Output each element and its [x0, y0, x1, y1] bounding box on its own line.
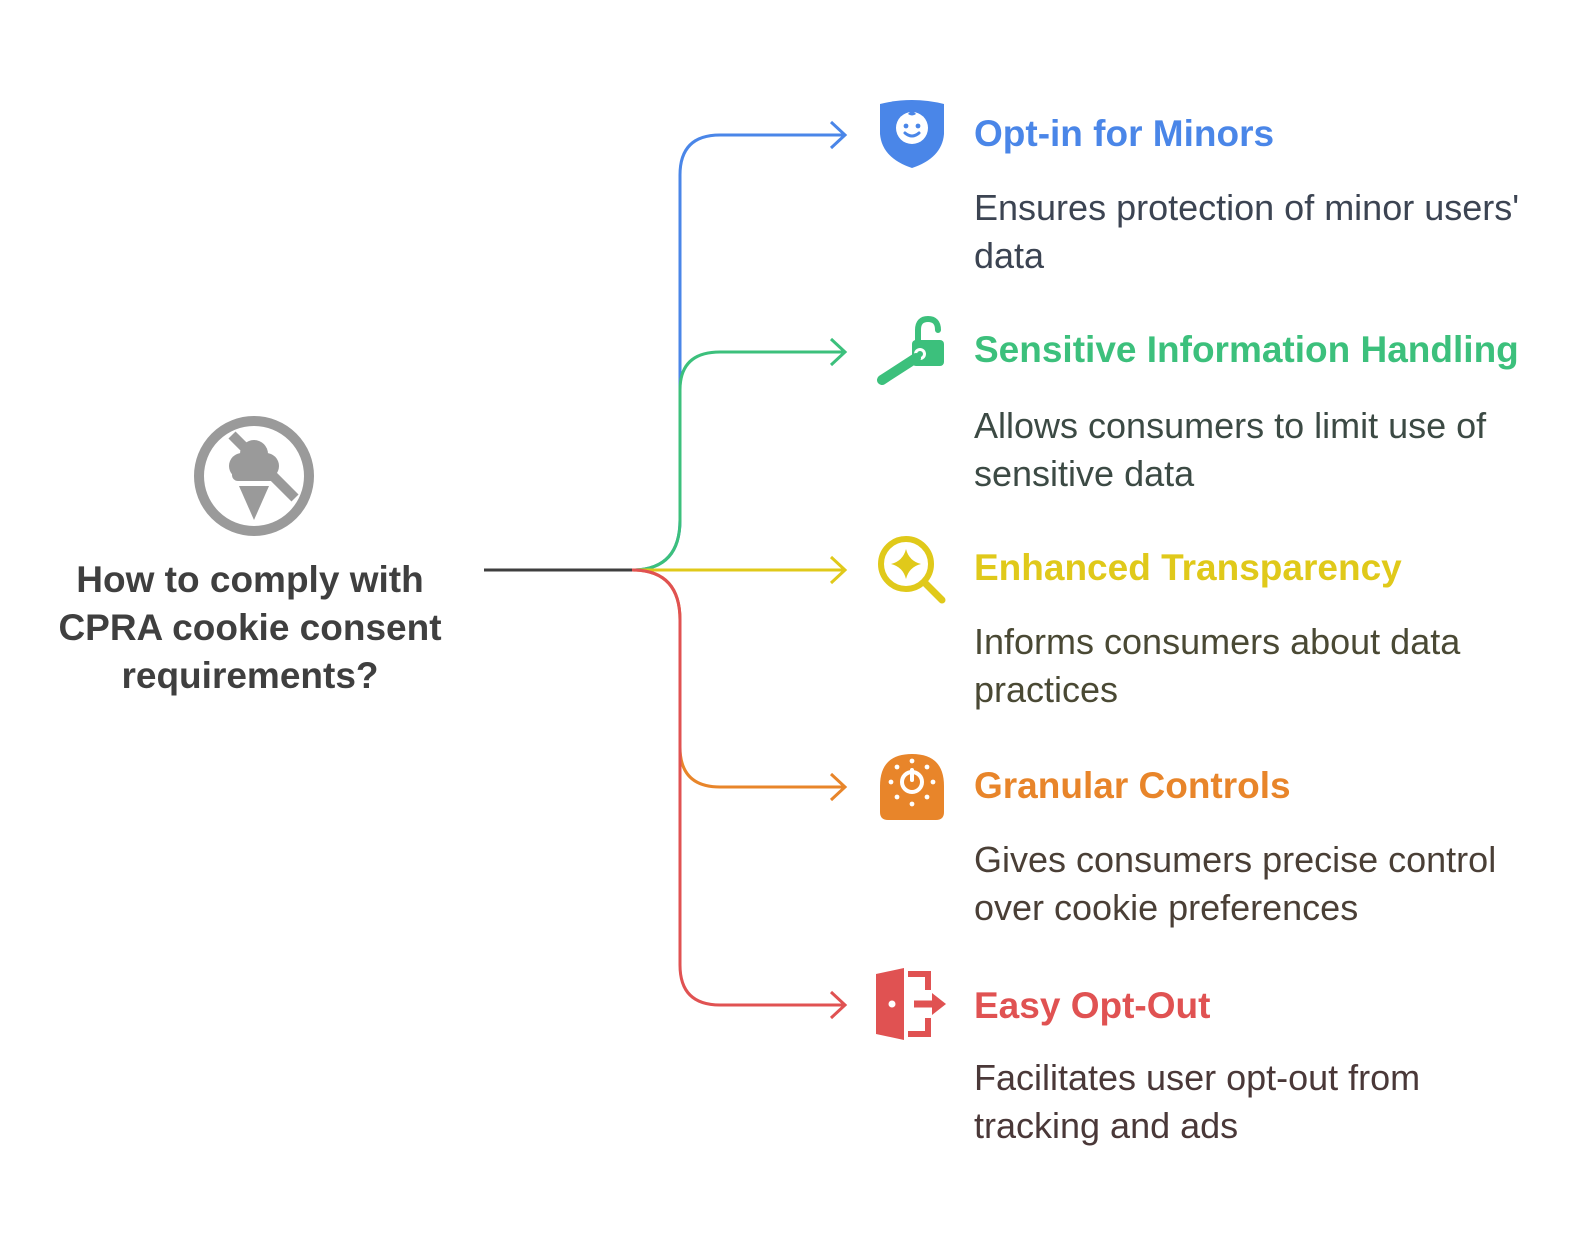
branch-desc-granular-controls: Gives consumers precise control over coo…	[974, 839, 1497, 928]
branch-desc-easy-opt-out: Facilitates user opt-out from tracking a…	[974, 1057, 1421, 1146]
central-question: How to comply with CPRA cookie consent r…	[58, 559, 442, 696]
branch-line-sensitive-information-handling	[631, 350, 845, 572]
control-dial-icon	[880, 754, 944, 820]
unlock-key-icon	[877, 315, 944, 385]
child-shield-icon	[880, 100, 944, 168]
branch-title-easy-opt-out: Easy Opt-Out	[974, 985, 1211, 1026]
sparkle-magnifier-icon	[878, 536, 946, 604]
branch-desc-sensitive-information-handling: Allows consumers to limit use of sensiti…	[974, 405, 1487, 494]
arrowhead-opt-in-for-minors	[829, 120, 848, 150]
branch-line-granular-controls	[631, 568, 845, 789]
branch-desc-enhanced-transparency: Informs consumers about data practices	[974, 621, 1461, 710]
branch-title-opt-in-for-minors: Opt-in for Minors	[974, 113, 1275, 154]
no-ice-cream-icon	[194, 416, 314, 536]
arrowhead-granular-controls	[829, 772, 848, 802]
branch-line-easy-opt-out	[631, 568, 845, 1007]
arrowhead-sensitive-information-handling	[829, 337, 848, 367]
arrowhead-enhanced-transparency	[829, 555, 848, 585]
exit-door-icon	[876, 968, 946, 1040]
branch-title-sensitive-information-handling: Sensitive Information Handling	[974, 329, 1519, 370]
branch-title-granular-controls: Granular Controls	[974, 765, 1291, 806]
branch-title-enhanced-transparency: Enhanced Transparency	[974, 547, 1402, 588]
branch-desc-opt-in-for-minors: Ensures protection of minor users' data	[974, 187, 1520, 276]
arrowhead-easy-opt-out	[829, 990, 848, 1020]
